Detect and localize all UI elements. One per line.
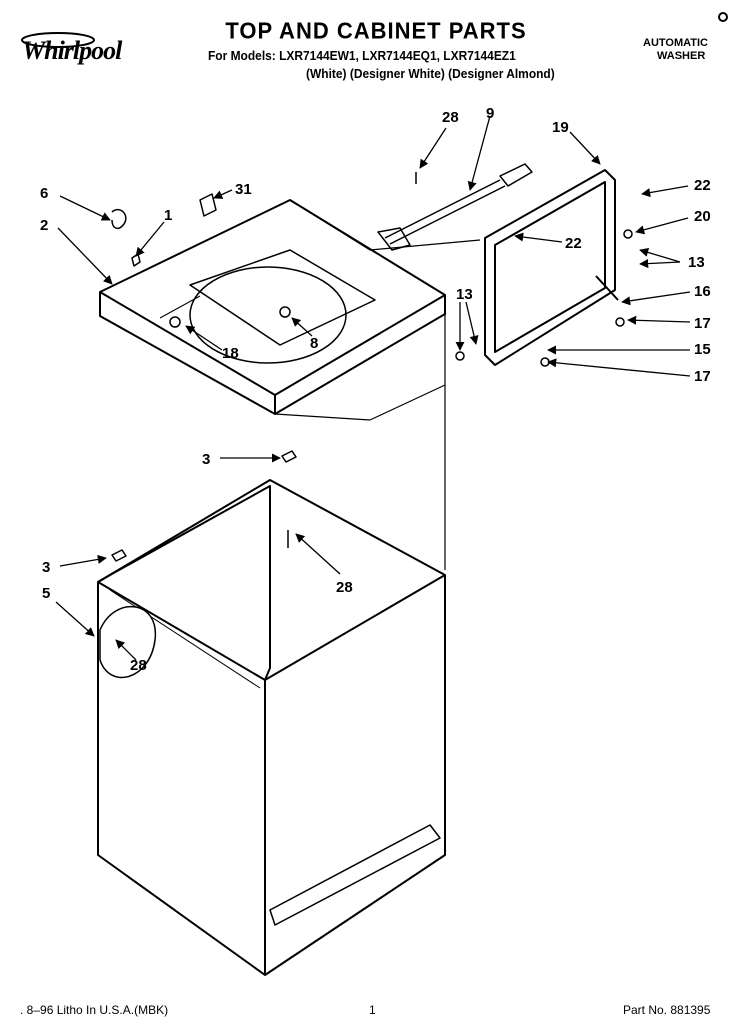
callout-13-right: 13 — [688, 254, 705, 271]
callout-28-front: 28 — [130, 657, 147, 674]
print-info: . 8–96 Litho In U.S.A.(MBK) — [20, 1003, 169, 1017]
colors-line: (White) (Designer White) (Designer Almon… — [306, 66, 555, 81]
corner-mark — [718, 12, 728, 22]
callout-31: 31 — [235, 181, 252, 198]
cabinet — [97, 479, 446, 976]
callout-18: 18 — [222, 345, 239, 362]
callout-9: 9 — [486, 105, 494, 122]
page-number: 1 — [369, 1003, 376, 1017]
console-frame — [484, 169, 619, 366]
callout-22-inner: 22 — [565, 235, 582, 252]
part-number: Part No. 881395 — [623, 1003, 711, 1017]
brand-logo-text: Whirlpool — [22, 36, 122, 65]
callout-8: 8 — [310, 335, 318, 352]
callout-20: 20 — [694, 208, 711, 225]
callout-5: 5 — [42, 585, 50, 602]
unit-type-line1: AUTOMATIC — [643, 37, 708, 49]
callout-28-top: 28 — [442, 109, 459, 126]
hardware-small-parts — [111, 172, 633, 562]
models-line: For Models: LXR7144EW1, LXR7144EQ1, LXR7… — [208, 48, 516, 63]
callout-13-left: 13 — [456, 286, 473, 303]
whirlpool-logo — [21, 32, 95, 48]
page-title: TOP AND CABINET PARTS — [225, 17, 527, 44]
wire-harness — [377, 163, 533, 251]
callout-3-upper: 3 — [202, 451, 210, 468]
callout-16: 16 — [694, 283, 711, 300]
callout-17-lower: 17 — [694, 368, 711, 385]
unit-type-line2: WASHER — [657, 50, 706, 62]
callout-3-lower: 3 — [42, 559, 50, 576]
callout-22-right: 22 — [694, 177, 711, 194]
callout-15: 15 — [694, 341, 711, 358]
callout-28-cabinet: 28 — [336, 579, 353, 596]
washer-top-panel — [99, 199, 446, 415]
callout-17-upper: 17 — [694, 315, 711, 332]
callout-19: 19 — [552, 119, 569, 136]
callout-2: 2 — [40, 217, 48, 234]
callout-6: 6 — [40, 185, 48, 202]
callout-1: 1 — [164, 207, 172, 224]
